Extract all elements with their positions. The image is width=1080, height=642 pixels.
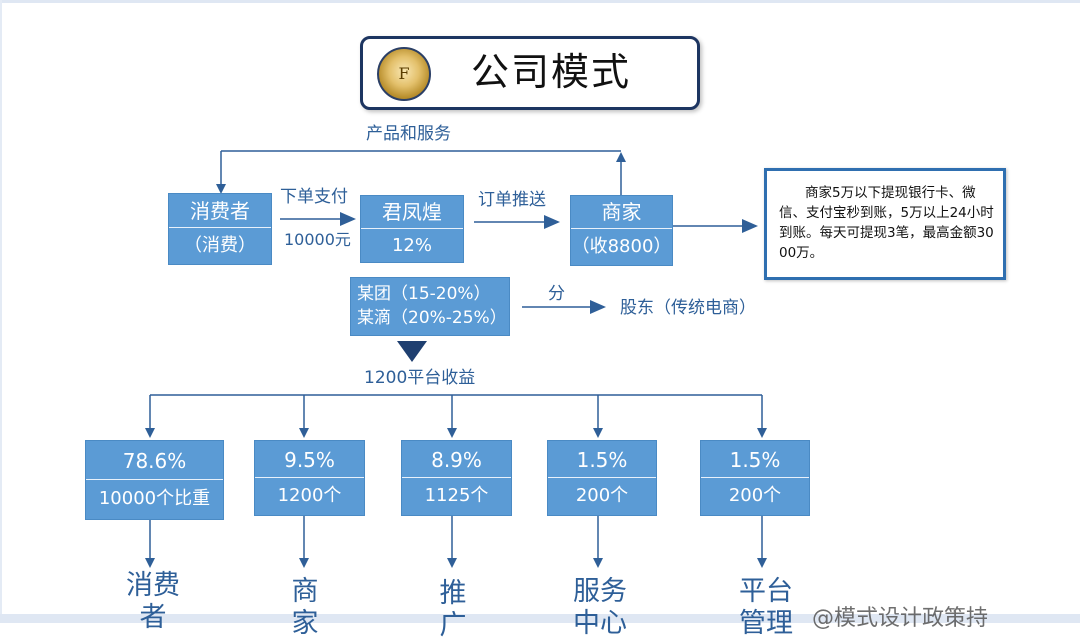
target-label-promotion: 推广 — [439, 578, 467, 641]
pay-label: 下单支付 — [280, 187, 348, 207]
target-label-service-center: 服务中心 — [573, 576, 627, 639]
allocation-box-consumer: 78.6% 10000个比重 — [85, 440, 224, 520]
node-platforms-line1: 某团（15-20%） — [357, 284, 491, 304]
merchant-note-box: 商家5万以下提现银行卡、微信、支付宝秒到账，5万以上24小时到账。每天可提现3笔… — [764, 168, 1006, 280]
node-consumer-name: 消费者 — [190, 199, 250, 223]
allocation-percent: 1.5% — [729, 448, 781, 472]
platform-income-label: 1200平台收益 — [364, 368, 476, 388]
target-label-consumer: 消费者 — [126, 570, 180, 633]
page-left-edge — [0, 0, 2, 623]
allocation-percent: 1.5% — [576, 448, 628, 472]
top-flow-label: 产品和服务 — [366, 124, 451, 144]
node-junfenghuang: 君凤煌 12% — [360, 195, 464, 263]
node-consumer-sub: （消费） — [184, 235, 256, 256]
pay-amount-label: 10000元 — [284, 230, 351, 249]
target-label-merchant: 商家 — [291, 576, 319, 639]
allocation-box-merchant: 9.5% 1200个 — [254, 440, 365, 516]
order-push-label: 订单推送 — [478, 190, 546, 210]
node-merchant-name: 商家 — [601, 200, 642, 224]
node-platforms: 某团（15-20%） 某滴（20%-25%） — [350, 277, 510, 336]
merchant-note-text: 商家5万以下提现银行卡、微信、支付宝秒到账，5万以上24小时到账。每天可提现3笔… — [779, 185, 994, 261]
allocation-box-platform-management: 1.5% 200个 — [700, 440, 810, 516]
big-down-arrow — [397, 341, 427, 362]
title-box: F 公司模式 — [360, 36, 700, 110]
logo-icon: F — [377, 47, 431, 101]
allocation-percent: 8.9% — [431, 448, 482, 472]
allocation-box-promotion: 8.9% 1125个 — [401, 440, 512, 516]
allocation-detail: 1125个 — [424, 485, 489, 506]
allocation-detail: 200个 — [575, 485, 629, 506]
allocation-percent: 9.5% — [284, 448, 335, 472]
node-platforms-line2: 某滴（20%-25%） — [357, 308, 507, 328]
allocation-detail: 1200个 — [277, 485, 342, 506]
node-junfenghuang-name: 君凤煌 — [382, 200, 442, 224]
page-title: 公司模式 — [471, 50, 632, 94]
page-bottom-edge — [0, 614, 1080, 623]
allocation-detail: 10000个比重 — [98, 488, 211, 509]
logo-letter: F — [398, 64, 410, 83]
allocation-box-service-center: 1.5% 200个 — [547, 440, 657, 516]
node-consumer: 消费者 （消费） — [168, 193, 272, 265]
split-label: 分 — [548, 284, 565, 304]
shareholders-label: 股东（传统电商） — [620, 298, 756, 318]
node-merchant: 商家 （收8800） — [570, 195, 673, 266]
target-label-platform-management: 平台管理 — [739, 576, 793, 639]
allocation-percent: 78.6% — [122, 449, 187, 473]
node-junfenghuang-sub: 12% — [391, 235, 432, 256]
allocation-detail: 200个 — [728, 485, 782, 506]
node-merchant-sub: （收8800） — [571, 236, 672, 257]
diagram-connectors — [145, 150, 767, 568]
watermark-text: @模式设计政策持 — [812, 606, 989, 631]
page-top-edge — [0, 0, 1080, 3]
